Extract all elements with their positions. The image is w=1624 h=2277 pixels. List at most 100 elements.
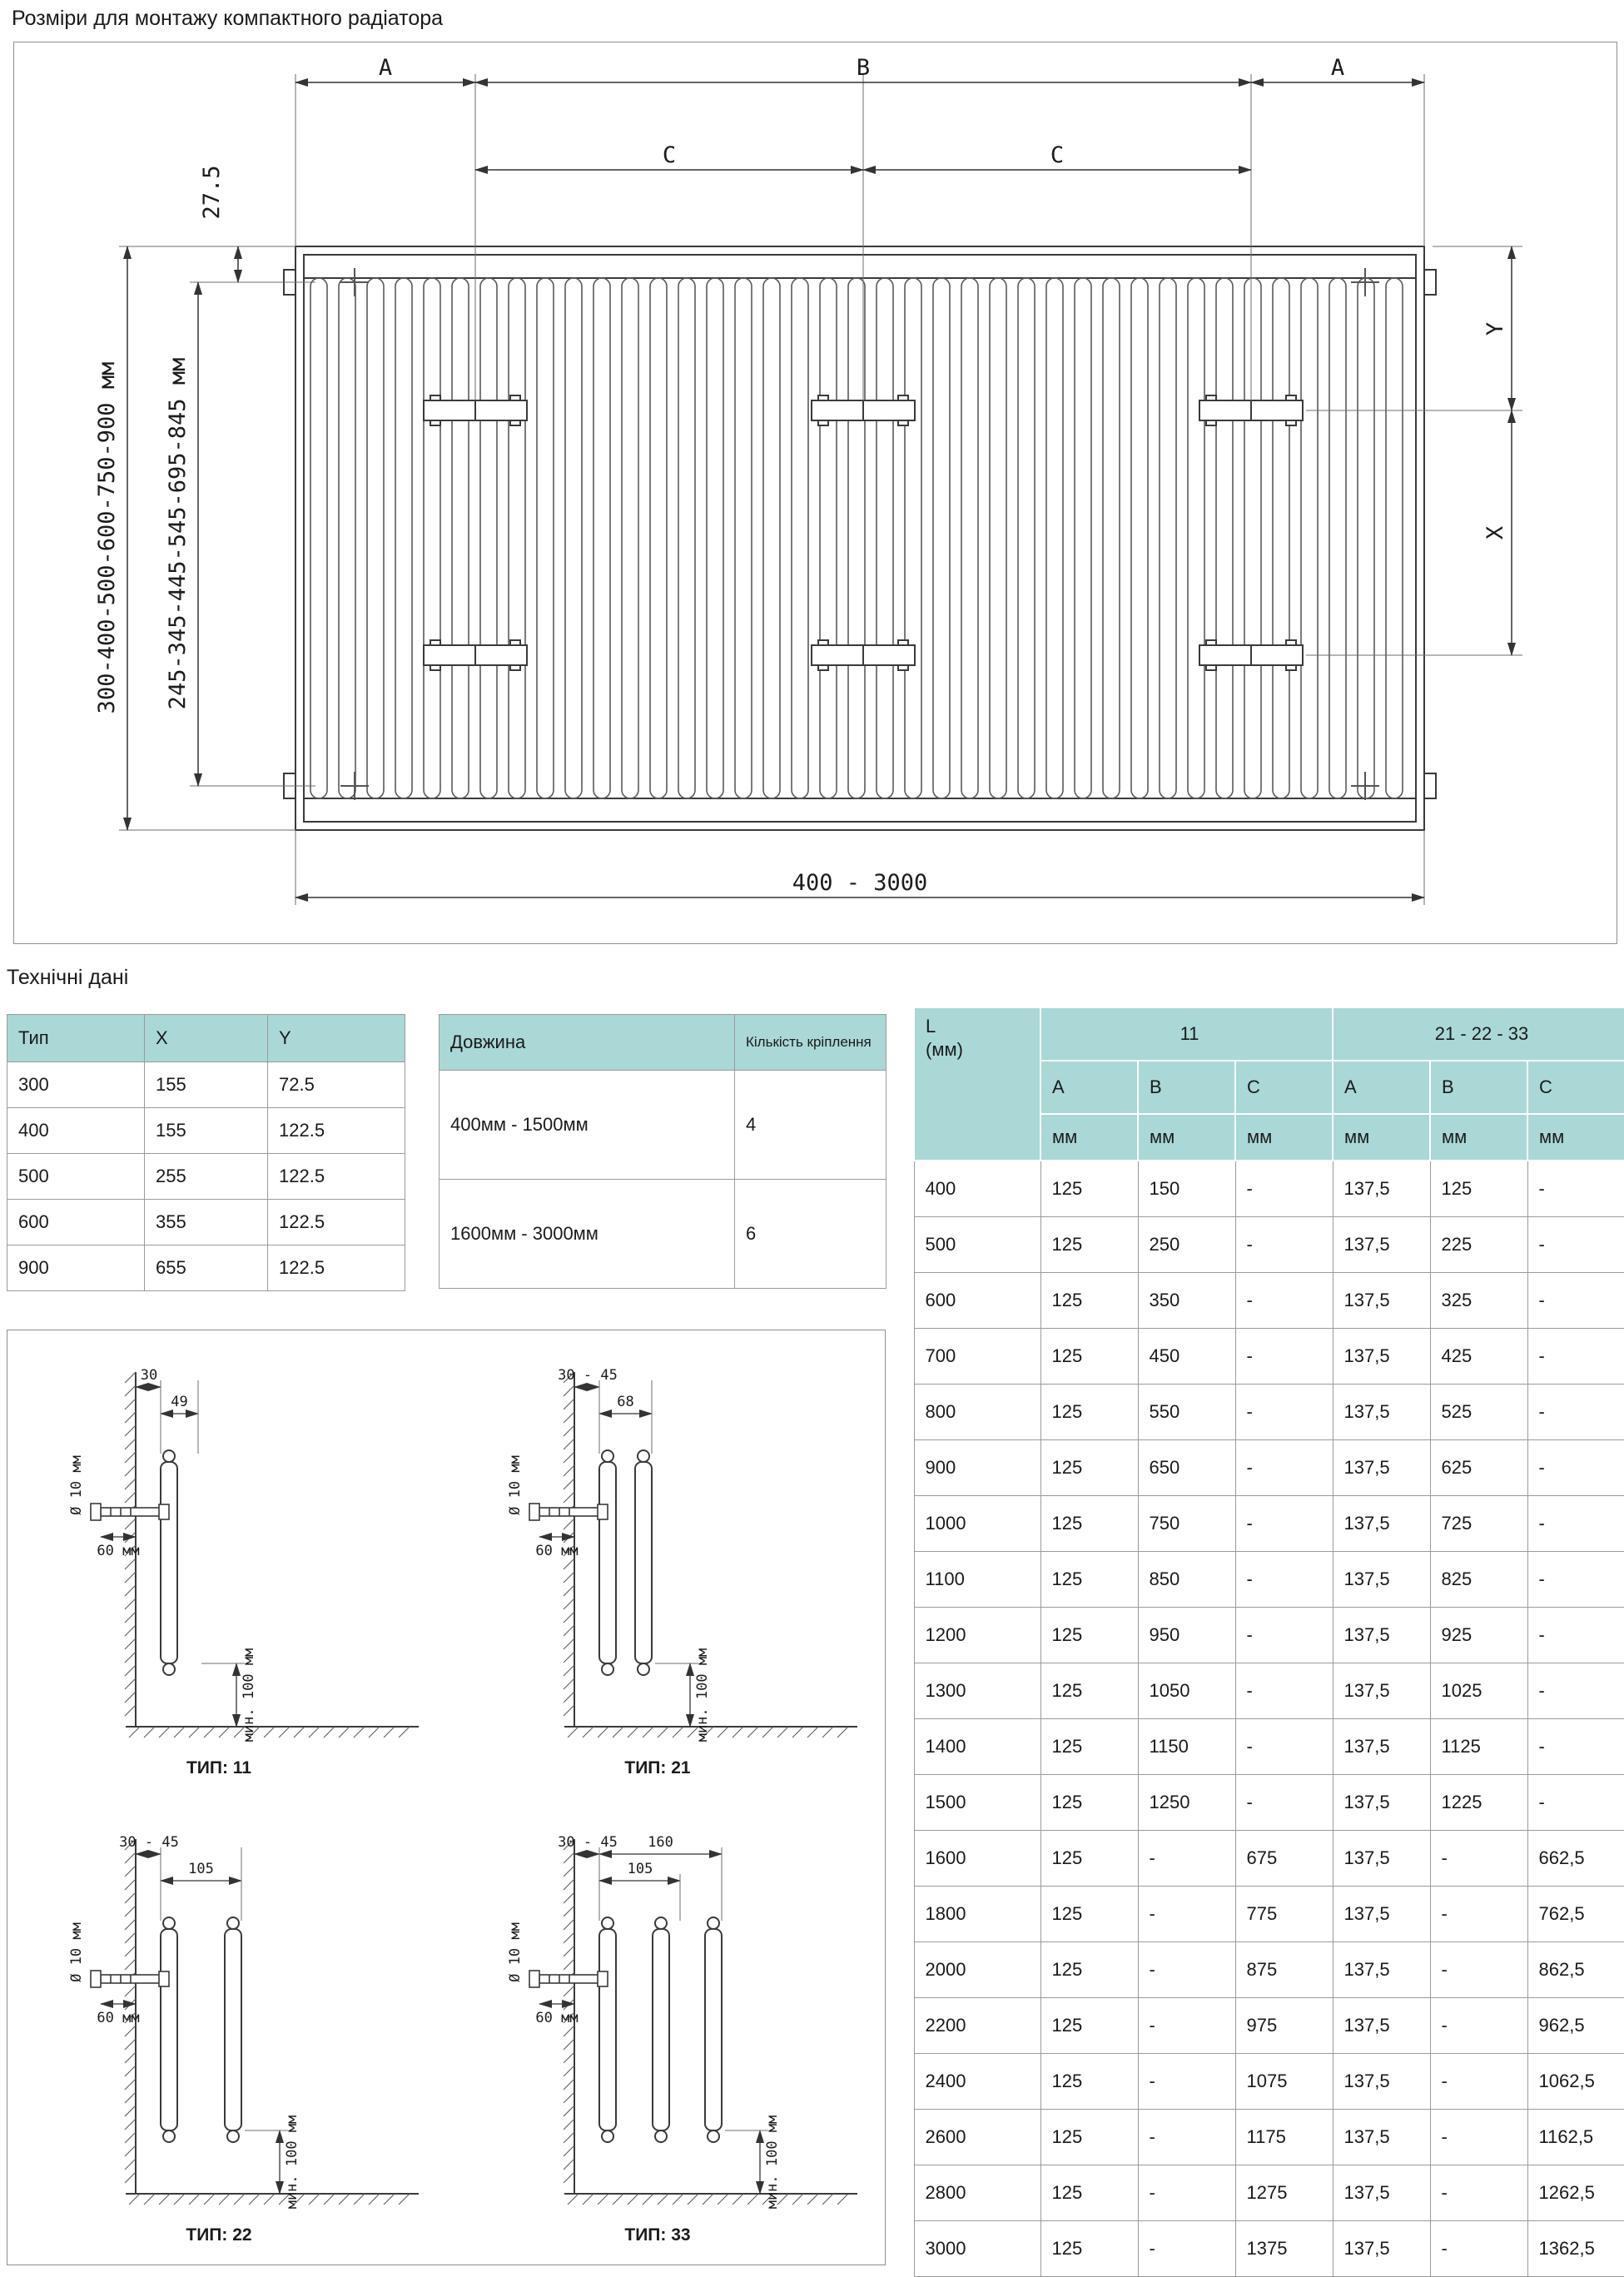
- table-cell: 1225: [1429, 1774, 1528, 1831]
- fastener-table-header-count: Кількість кріплення: [734, 1014, 886, 1071]
- table-cell: 2000: [913, 1941, 1041, 1998]
- table-cell: -: [1234, 1551, 1333, 1608]
- dim-label-x: X: [1482, 526, 1508, 539]
- table-cell: 325: [1429, 1272, 1528, 1329]
- table-cell: 137,5: [1332, 1495, 1431, 1552]
- table-cell: 725: [1429, 1495, 1528, 1552]
- table-cell: 125: [1040, 1886, 1139, 1942]
- table-cell: 137,5: [1332, 2109, 1431, 2165]
- extension-lines: [119, 74, 1522, 905]
- dim-table-subheader: C: [1527, 1060, 1624, 1115]
- table-cell: 125: [1040, 1663, 1139, 1719]
- dim-label-heights: 300-400-500-600-750-900 мм: [94, 362, 120, 714]
- table-cell: -: [1234, 1495, 1333, 1552]
- dim-label-a-left: A: [379, 55, 392, 81]
- table-cell: 1600мм - 3000мм: [439, 1179, 735, 1289]
- corner-marks: [340, 268, 1379, 800]
- table-cell: 125: [1040, 1439, 1139, 1496]
- table-cell: -: [1527, 1384, 1624, 1440]
- table-cell: 2200: [913, 1997, 1041, 2054]
- table-cell: 400: [7, 1107, 145, 1154]
- dim-table-unit: мм: [1332, 1113, 1432, 1161]
- table-cell: -: [1429, 2165, 1528, 2221]
- type-label: ТИП: 11: [186, 1758, 251, 1777]
- table-cell: 1075: [1234, 2053, 1333, 2110]
- dimension-table: L (мм) 11 21 - 22 - 33 A B C A B C мм мм…: [913, 1007, 1624, 2277]
- table-cell: -: [1234, 1216, 1333, 1273]
- table-cell: -: [1527, 1272, 1624, 1329]
- table-cell: 762,5: [1527, 1886, 1624, 1942]
- table-cell: 1800: [913, 1886, 1041, 1942]
- table-cell: 975: [1234, 1997, 1333, 2054]
- tech-section-title: Технічні дані: [7, 966, 129, 989]
- table-cell: 125: [1040, 1495, 1139, 1552]
- table-cell: 137,5: [1332, 1439, 1431, 1496]
- table-cell: -: [1527, 1551, 1624, 1608]
- table-cell: 125: [1040, 1607, 1139, 1663]
- tip-table-header-x: X: [144, 1014, 268, 1062]
- table-cell: 1262,5: [1527, 2165, 1624, 2221]
- table-cell: 350: [1137, 1272, 1236, 1329]
- table-cell: -: [1234, 1607, 1333, 1663]
- table-cell: 400: [913, 1160, 1041, 1217]
- dim-table-unit: мм: [1527, 1113, 1624, 1161]
- table-cell: 1125: [1429, 1718, 1528, 1775]
- table-cell: 155: [144, 1061, 268, 1108]
- type-dim-wall-gap: 30: [140, 1367, 156, 1384]
- table-cell: -: [1429, 1886, 1528, 1942]
- dim-label-length-range: 400 - 3000: [792, 870, 928, 896]
- table-cell: 600: [7, 1199, 145, 1245]
- radiator-ribs: [310, 277, 1403, 799]
- dim-table-unit: мм: [1040, 1113, 1139, 1161]
- table-cell: 1300: [913, 1663, 1041, 1719]
- dim-table-unit: мм: [1429, 1113, 1529, 1161]
- table-cell: 122.5: [267, 1107, 405, 1154]
- table-cell: -: [1527, 1718, 1624, 1775]
- table-cell: 1025: [1429, 1663, 1528, 1719]
- table-cell: 355: [144, 1199, 268, 1245]
- table-cell: -: [1234, 1774, 1333, 1831]
- table-cell: 2800: [913, 2165, 1041, 2221]
- dim-table-subheader: B: [1137, 1060, 1236, 1115]
- type-label: ТИП: 22: [186, 2225, 251, 2245]
- table-cell: -: [1527, 1495, 1624, 1552]
- table-cell: 1375: [1234, 2220, 1333, 2277]
- radiator-drawing-panel: A B A C C 27.5 300-400-500-600-750-900 м…: [13, 42, 1617, 944]
- type-anchor-diameter: Ø 10 мм: [68, 1455, 85, 1515]
- type-dim-depth: 105: [188, 1861, 214, 1877]
- table-cell: 675: [1234, 1830, 1333, 1887]
- radiator-drawing: A B A C C 27.5 300-400-500-600-750-900 м…: [94, 55, 1522, 905]
- table-cell: 900: [7, 1245, 145, 1291]
- table-cell: 400мм - 1500мм: [439, 1070, 735, 1180]
- table-cell: 1175: [1234, 2109, 1333, 2165]
- table-cell: 125: [1040, 1384, 1139, 1440]
- dim-table-subheader: B: [1429, 1060, 1529, 1115]
- table-cell: 1500: [913, 1774, 1041, 1831]
- table-cell: 125: [1040, 1328, 1139, 1385]
- tip-table-header-y: Y: [267, 1014, 405, 1062]
- type-dim-inner: 105: [627, 1861, 653, 1877]
- table-cell: 925: [1429, 1607, 1528, 1663]
- table-cell: -: [1234, 1160, 1333, 1217]
- table-cell: -: [1527, 1663, 1624, 1719]
- tip-table-header-tip: Тип: [7, 1014, 145, 1062]
- dim-label-top-offset: 27.5: [199, 165, 225, 219]
- table-cell: 122.5: [267, 1245, 405, 1291]
- table-cell: -: [1527, 1160, 1624, 1217]
- table-cell: 862,5: [1527, 1941, 1624, 1998]
- table-cell: 1600: [913, 1830, 1041, 1887]
- table-cell: -: [1234, 1439, 1333, 1496]
- table-cell: 137,5: [1332, 1160, 1431, 1217]
- dim-label-b: B: [857, 55, 870, 81]
